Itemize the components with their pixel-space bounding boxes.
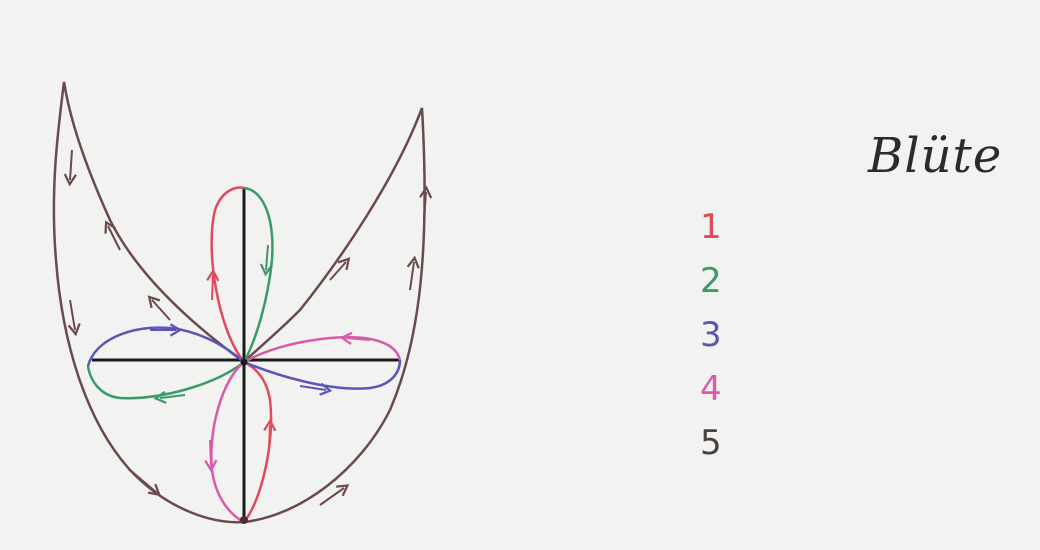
legend-item-5: 5 <box>700 423 722 463</box>
outer-arrow <box>147 295 171 321</box>
legend-item-3: 3 <box>700 315 722 355</box>
outer-curve-5 <box>52 81 426 524</box>
outer-arrow <box>419 185 433 221</box>
petal-4-arrow <box>204 439 218 473</box>
legend-item-1: 1 <box>700 207 722 247</box>
bottom-point <box>240 516 248 524</box>
petal-3-right <box>243 359 402 390</box>
petal-2-arrow <box>153 390 186 404</box>
outer-arrow <box>406 255 420 291</box>
petal-2-left <box>86 361 245 400</box>
legend-item-2: 2 <box>700 261 722 301</box>
petal-4-right <box>243 335 402 364</box>
petal-1-bottom <box>243 360 273 523</box>
petal-2-top <box>242 186 274 363</box>
petal-1-top <box>210 186 245 363</box>
outer-arrow <box>319 484 350 506</box>
petal-4-arrow <box>339 331 371 345</box>
outer-arrow <box>329 257 351 281</box>
outer-arrow <box>104 220 121 251</box>
origin-point <box>240 358 248 366</box>
petal-4-bottom <box>210 361 245 524</box>
petal-2-arrow <box>259 244 273 277</box>
diagram-title: Blüte <box>868 128 1003 184</box>
outer-arrow <box>63 149 77 187</box>
legend-item-4: 4 <box>700 369 722 409</box>
legend: 1 2 3 4 5 <box>700 200 760 470</box>
petal-3-arrow <box>299 382 333 396</box>
petal-1-arrow <box>263 418 277 451</box>
outer-arrow <box>129 469 161 497</box>
petal-1-arrow <box>206 268 220 301</box>
outer-arrow <box>67 299 81 337</box>
